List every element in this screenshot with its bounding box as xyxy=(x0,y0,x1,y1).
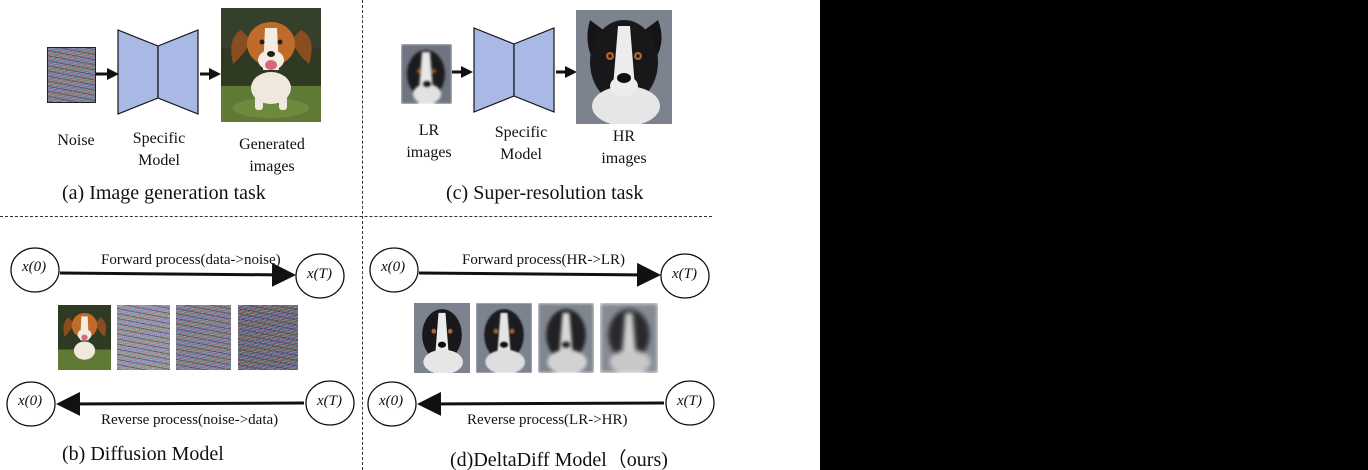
noise-image xyxy=(47,47,96,103)
panel-d-node-xT-top-label: x(T) xyxy=(672,266,697,282)
panel-d-node-x0-bottom xyxy=(367,381,417,427)
panel-b-node-x0-top xyxy=(10,247,60,293)
panel-d-forward-arrow xyxy=(418,262,661,287)
panel-b-node-xT-top xyxy=(295,253,345,299)
vertical-divider xyxy=(362,0,363,470)
panel-d-node-x0-top xyxy=(369,247,419,293)
panel-a-caption: (a) Image generation task xyxy=(62,182,266,204)
hr-dog-image xyxy=(576,10,672,124)
panel-d-reverse-label: Reverse process(LR->HR) xyxy=(467,412,628,428)
panel-b-node-x0-bottom xyxy=(6,381,56,427)
panel-c-output-label: HR images xyxy=(601,128,647,167)
lr-dog-image xyxy=(401,44,452,104)
panel-b-node-xT-bottom-label: x(T) xyxy=(317,393,342,409)
panel-d-reverse-arrow xyxy=(417,391,665,416)
diffusion-noisy-image-2 xyxy=(176,305,231,370)
black-background-panel xyxy=(820,0,1368,470)
panel-b-node-xT-top-label: x(T) xyxy=(307,266,332,282)
panel-b-caption: (b) Diffusion Model xyxy=(62,443,224,465)
panel-d-node-xT-bottom xyxy=(665,380,715,426)
deltadiff-dog-image-2 xyxy=(476,303,532,373)
diffusion-clean-dog-image xyxy=(58,305,111,370)
panel-c-caption: (c) Super-resolution task xyxy=(446,182,644,204)
panel-d-node-x0-bottom-label: x(0) xyxy=(379,393,404,409)
panel-b-node-x0-bottom-label: x(0) xyxy=(18,393,43,409)
panel-d-forward-label: Forward process(HR->LR) xyxy=(462,252,626,268)
panel-b-forward-arrow xyxy=(59,262,296,287)
panel-d-node-xT-top xyxy=(660,253,710,299)
panel-a-model-shape xyxy=(117,29,199,115)
panel-a-output-label: Generated images xyxy=(239,136,305,175)
panel-c-input-label: LR images xyxy=(406,122,452,161)
panel-c-model-shape xyxy=(473,27,555,113)
generated-dog-image xyxy=(221,8,321,122)
panel-b-node-x0-top-label: x(0) xyxy=(22,259,47,275)
panel-b-forward-label: Forward process(data->noise) xyxy=(101,252,281,268)
panel-b-reverse-label: Reverse process(noise->data) xyxy=(101,412,279,428)
panel-d-node-x0-top-label: x(0) xyxy=(381,259,406,275)
panel-d-caption: (d)DeltaDiff Model（ours) xyxy=(450,449,668,470)
diffusion-noisy-image-3 xyxy=(238,305,298,370)
panel-a-model-label: Specific Model xyxy=(132,130,186,169)
deltadiff-dog-image-3 xyxy=(538,303,594,373)
diffusion-noisy-image-1 xyxy=(117,305,170,370)
panel-c-model-label: Specific Model xyxy=(494,124,548,163)
panel-b-node-xT-bottom xyxy=(305,380,355,426)
deltadiff-dog-image-4 xyxy=(600,303,658,373)
horizontal-divider xyxy=(0,216,712,217)
panel-d-node-xT-bottom-label: x(T) xyxy=(677,393,702,409)
panel-b-reverse-arrow xyxy=(56,391,305,416)
deltadiff-dog-image-1 xyxy=(414,303,470,373)
panel-a-input-label: Noise xyxy=(57,132,95,149)
